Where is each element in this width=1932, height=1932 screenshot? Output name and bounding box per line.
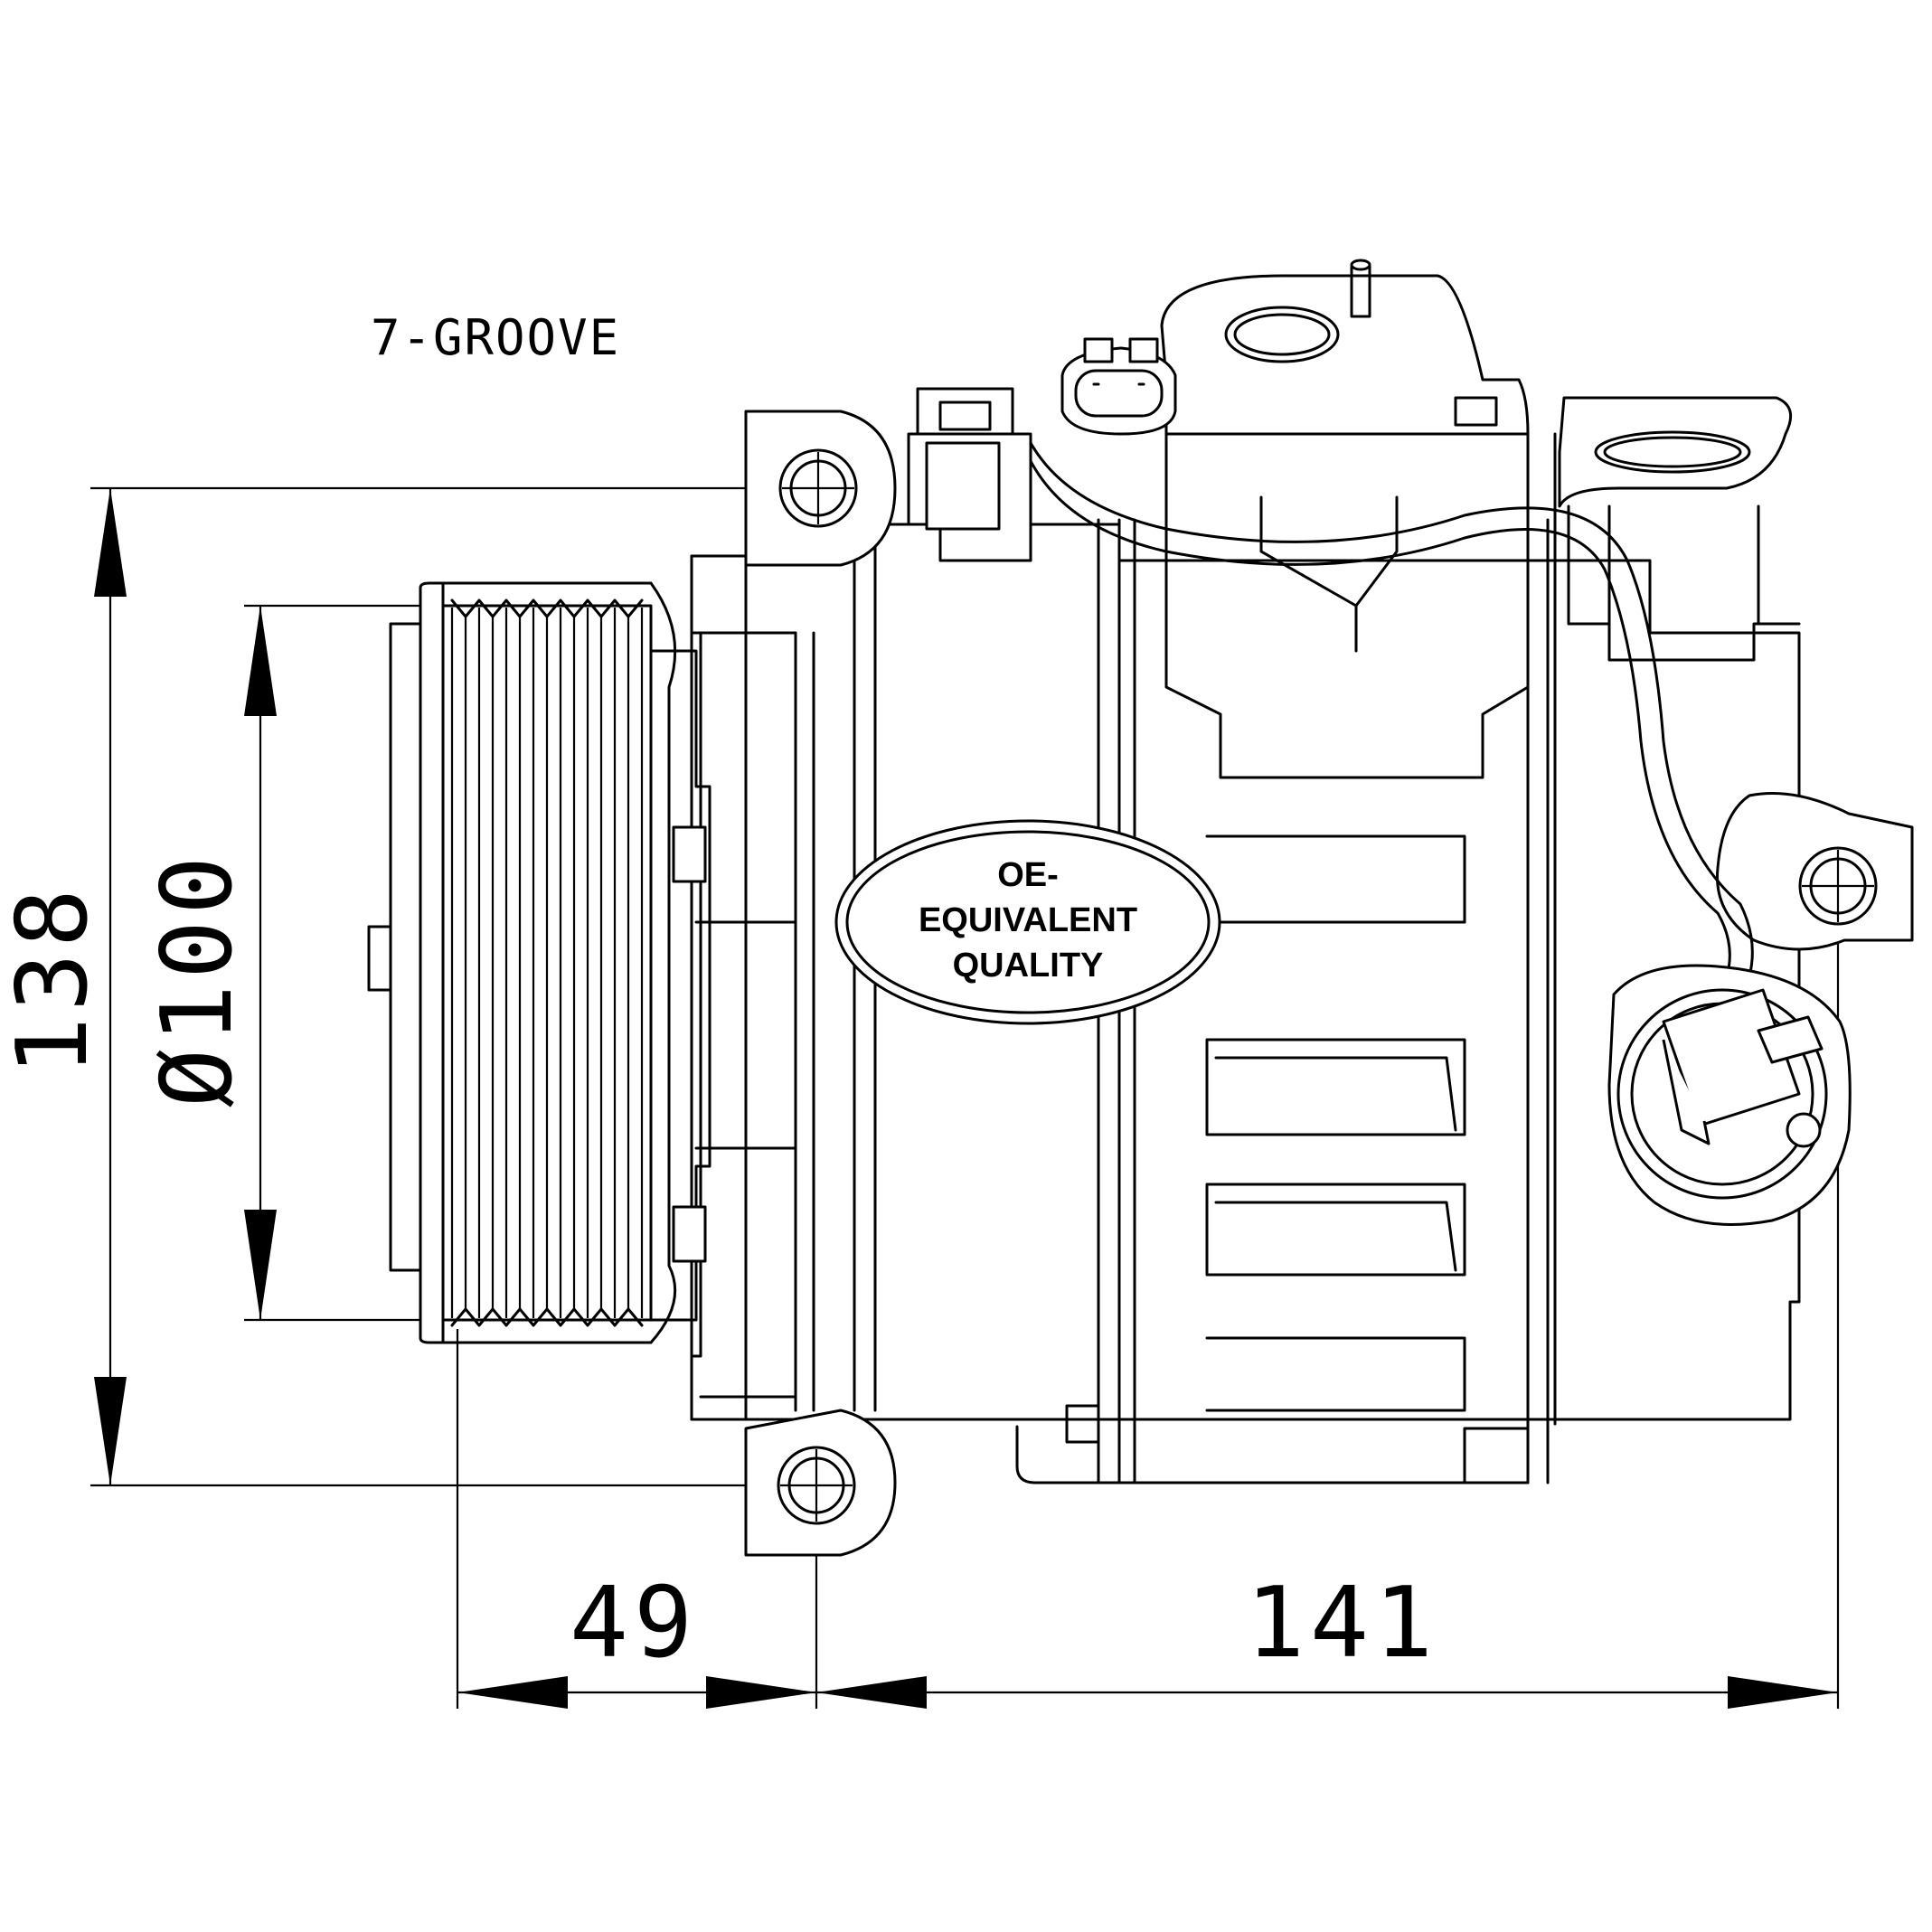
arrow-head-icon: [1728, 1676, 1838, 1709]
stamp-line-3: QUALITY: [953, 947, 1104, 985]
bolt-icon: [672, 1205, 707, 1263]
stamp-line-1: OE-: [997, 856, 1059, 894]
horizontal-dimensions: 49 141: [456, 940, 1840, 1709]
arrow-head-icon: [816, 1676, 927, 1709]
lower-mounting-lug: [744, 1409, 897, 1557]
mounting-hole-icon: [777, 1446, 856, 1525]
arrow-head-icon: [94, 1377, 127, 1485]
bolt-icon: [672, 825, 707, 883]
height-dimension: 138: [0, 486, 818, 1487]
upper-mounting-lug: [744, 410, 897, 567]
arrow-head-icon: [244, 606, 277, 716]
height-dimension-label: 138: [0, 883, 109, 1076]
groove-edge: [450, 598, 644, 618]
arrow-head-icon: [457, 1676, 568, 1709]
body-length-label: 141: [1246, 1567, 1438, 1680]
electrical-connectors: [907, 337, 1852, 1226]
compressor-body: [649, 259, 1801, 1484]
pulley-offset-label: 49: [570, 1567, 698, 1680]
pulley-grooves: [450, 598, 644, 1327]
clutch-pulley: [367, 581, 707, 1344]
right-mounting-lug: [1716, 792, 1914, 951]
stamp-line-2: EQUIVALENT: [919, 901, 1137, 939]
pulley-diameter-label: Ø100: [141, 851, 254, 1107]
groove-note: 7-GROOVE: [371, 309, 620, 366]
mounting-hole-icon: [1798, 846, 1878, 926]
groove-edge: [450, 1307, 644, 1327]
pulley-diameter-dimension: Ø100: [141, 604, 434, 1322]
mounting-hole-icon: [778, 448, 858, 528]
arrow-head-icon: [94, 488, 127, 597]
arrow-head-icon: [706, 1676, 816, 1709]
arrow-head-icon: [244, 1210, 277, 1320]
quality-stamp: OE- EQUIVALENT QUALITY: [834, 819, 1221, 1025]
